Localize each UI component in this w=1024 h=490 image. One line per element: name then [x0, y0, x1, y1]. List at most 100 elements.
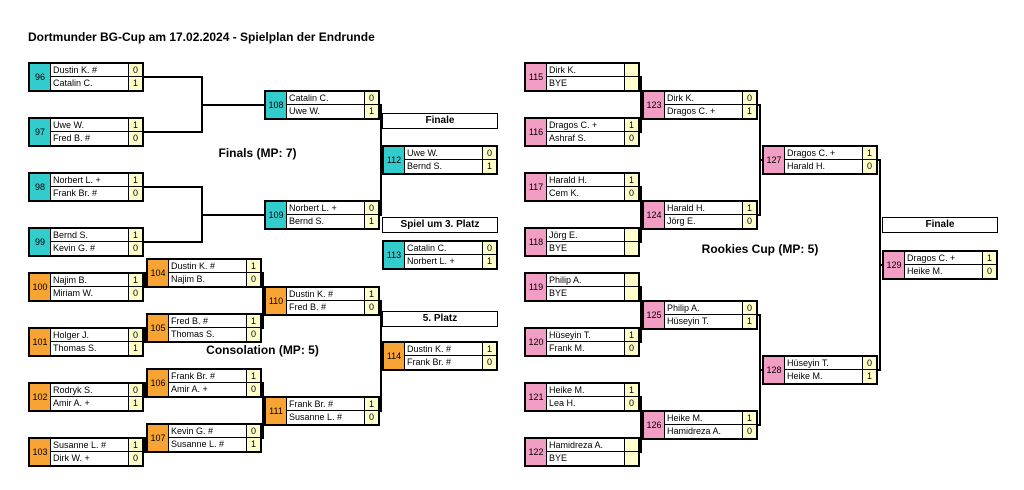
- player-name: Thomas S.: [51, 342, 129, 355]
- match-number: 120: [526, 329, 547, 355]
- match-number: 96: [30, 64, 51, 90]
- match-number: 106: [148, 370, 169, 396]
- player-name: Ashraf S.: [547, 132, 625, 145]
- player-row: Susanne L. #1: [169, 438, 260, 451]
- match-number: 126: [644, 412, 665, 438]
- player-score: 0: [863, 160, 876, 173]
- player-row: Hüseyin T.0: [785, 357, 876, 370]
- player-row: Frank M.0: [547, 342, 638, 355]
- player-name: Najim B.: [51, 274, 129, 286]
- player-name: Amir A. +: [169, 383, 247, 396]
- player-score: 1: [247, 438, 260, 451]
- player-row: Jörg E.0: [665, 215, 756, 228]
- player-row: Jörg E.: [547, 229, 638, 242]
- connector-line: [144, 272, 146, 288]
- player-name: Norbert L. +: [287, 202, 365, 214]
- player-score: [625, 64, 638, 76]
- match-number: 110: [266, 288, 287, 314]
- player-score: 1: [129, 274, 142, 286]
- player-row: Fred B. #1: [169, 315, 260, 328]
- connector-line: [759, 159, 764, 161]
- player-row: Frank Br. #0: [51, 187, 142, 200]
- player-row: Harald H.1: [665, 202, 756, 215]
- player-name: Frank Br. #: [51, 187, 129, 200]
- player-score: [625, 229, 638, 241]
- player-name: Thomas S.: [169, 328, 247, 341]
- connector-line: [201, 214, 266, 216]
- match-number: 116: [526, 119, 547, 145]
- match-number: 105: [148, 315, 169, 341]
- player-score: 0: [247, 383, 260, 396]
- connector-line: [879, 264, 884, 266]
- header-finale: Finale: [382, 113, 498, 129]
- player-row: Kevin G. #0: [51, 242, 142, 255]
- player-row: BYE: [547, 287, 638, 300]
- connector-line: [759, 369, 764, 371]
- player-score: 0: [743, 425, 756, 438]
- player-row: Cem K.0: [547, 187, 638, 200]
- player-name: Miriam W.: [51, 287, 129, 300]
- match-number: 104: [148, 260, 169, 286]
- player-score: 1: [625, 384, 638, 396]
- player-name: Dragos C. +: [547, 119, 625, 131]
- player-name: Frank Br. #: [169, 370, 247, 382]
- player-name: Hüseyin T.: [665, 315, 743, 328]
- player-row: Catalin C.1: [51, 77, 142, 90]
- player-score: 1: [129, 397, 142, 410]
- player-row: Catalin C.0: [405, 242, 496, 255]
- player-row: Philip A.0: [665, 302, 756, 315]
- player-score: 1: [863, 147, 876, 159]
- player-name: Amir A. +: [51, 397, 129, 410]
- player-name: Dirk W. +: [51, 452, 129, 465]
- player-row: Kevin G. #0: [169, 425, 260, 438]
- player-row: Dragos C. +1: [547, 119, 638, 132]
- player-row: Hamidreza A.0: [665, 425, 756, 438]
- player-row: Rodryk S.0: [51, 384, 142, 397]
- player-row: Catalin C.0: [287, 92, 378, 105]
- player-name: Susanne L. #: [169, 438, 247, 451]
- player-row: Susanne L. #1: [51, 439, 142, 452]
- player-row: Fred B. #0: [51, 132, 142, 145]
- player-row: Dirk K.: [547, 64, 638, 77]
- match-number: 100: [30, 274, 51, 300]
- player-name: BYE: [547, 242, 625, 255]
- player-name: Hüseyin T.: [547, 329, 625, 341]
- header-third-place: Spiel um 3. Platz: [382, 217, 498, 233]
- player-row: Fred B. #0: [287, 301, 378, 314]
- player-name: Bernd S.: [51, 229, 129, 241]
- player-name: Catalin C.: [287, 92, 365, 104]
- player-name: Frank M.: [547, 342, 625, 355]
- player-row: Dragos C. +1: [905, 252, 996, 265]
- player-score: 1: [247, 260, 260, 272]
- player-score: 0: [863, 357, 876, 369]
- player-row: Holger J.0: [51, 329, 142, 342]
- match-number: 99: [30, 229, 51, 255]
- player-row: BYE: [547, 242, 638, 255]
- player-row: Dirk W. +0: [51, 452, 142, 465]
- player-score: 0: [483, 147, 496, 159]
- player-name: Dragos C. +: [905, 252, 983, 264]
- player-row: Frank Br. #1: [287, 398, 378, 411]
- player-row: Heike M.0: [905, 265, 996, 278]
- match-number: 109: [266, 202, 287, 228]
- player-name: Rodryk S.: [51, 384, 129, 396]
- match-number: 97: [30, 119, 51, 145]
- match-number: 107: [148, 425, 169, 451]
- player-row: Dustin K. #1: [287, 288, 378, 301]
- match-number: 121: [526, 384, 547, 410]
- connector-line: [143, 131, 203, 133]
- player-score: 0: [743, 302, 756, 314]
- match-number: 118: [526, 229, 547, 255]
